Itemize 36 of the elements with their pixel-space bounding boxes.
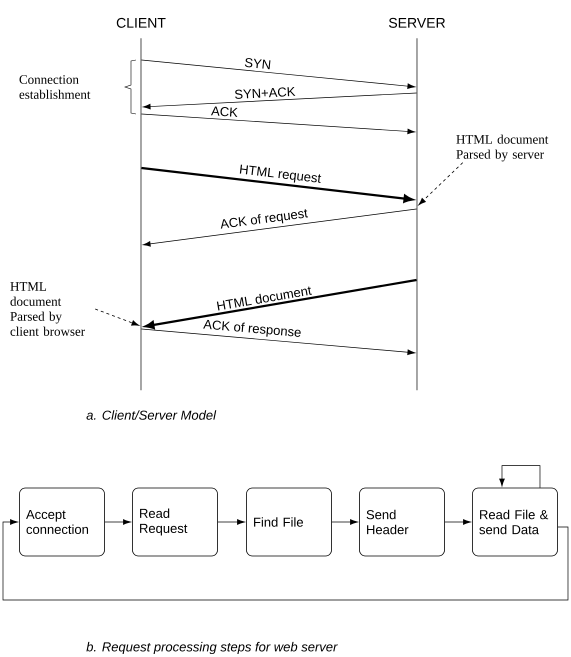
- participant-lifeline: CLIENT: [116, 18, 166, 390]
- arrow: [444, 519, 471, 525]
- edge-label: SYN+ACK: [235, 86, 296, 99]
- node-label: SERVER: [388, 18, 445, 28]
- annotation-text: HTML document Parsed by client browser: [10, 282, 85, 336]
- edge-label: ACK of response: [203, 320, 301, 337]
- message-arrow: [141, 166, 414, 203]
- process-box: Read File & send Data: [472, 488, 558, 556]
- edge-label: SYN: [244, 58, 270, 70]
- message-arrow: [141, 60, 416, 89]
- process-box: Accept connection: [19, 488, 105, 556]
- loop-arrow: [499, 465, 540, 488]
- process-box: Send Header: [359, 488, 445, 556]
- participant-lifeline: SERVER: [388, 18, 445, 390]
- message-arrow: [141, 328, 416, 356]
- feedback-arrow: [2, 519, 568, 600]
- message-arrow: [142, 208, 417, 247]
- message-arrow: [141, 114, 416, 134]
- arrow: [104, 519, 131, 525]
- figure-caption: b. Request processing steps for web server: [86, 642, 338, 654]
- leader-line: [94, 308, 140, 326]
- message-arrow: [142, 92, 417, 110]
- node-label: CLIENT: [116, 18, 166, 28]
- process-box: Read Request: [132, 488, 218, 556]
- leader-line: [418, 162, 464, 206]
- figure-caption: a. Client/Server Model: [86, 410, 216, 420]
- edge-label: ACK of request: [220, 209, 308, 229]
- arrow: [332, 519, 358, 525]
- annotation-text: HTML document Parsed by server: [456, 134, 548, 162]
- edge-label: ACK: [210, 106, 238, 117]
- edge-label: HTML request: [240, 164, 322, 183]
- annotation-text: Connection establishment: [20, 75, 90, 99]
- message-arrow: [144, 278, 417, 330]
- process-box: Find File: [246, 488, 332, 556]
- edge-label: HTML document: [216, 286, 312, 310]
- arrow: [218, 519, 245, 525]
